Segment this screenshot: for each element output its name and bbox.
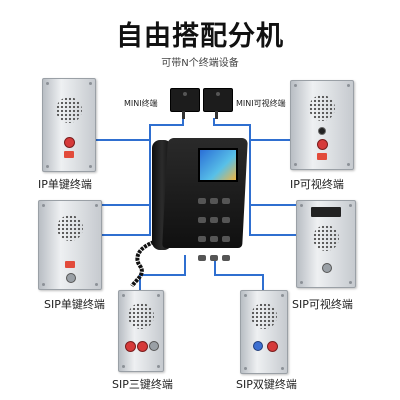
mini-terminal-cable	[182, 111, 185, 119]
sip-single-key-label: SIP单键终端	[44, 298, 105, 311]
call-button-icon	[253, 341, 263, 351]
sip-three-key-label: SIP三键终端	[112, 378, 173, 391]
speaker-grille-icon	[313, 225, 339, 251]
sip-double-key-terminal	[240, 290, 288, 374]
camera-icon	[216, 92, 220, 96]
call-button-icon	[137, 341, 148, 352]
mini-terminal	[170, 88, 200, 112]
camera-icon	[318, 127, 326, 135]
sip-three-key-terminal	[118, 290, 164, 372]
call-button-icon	[64, 137, 75, 148]
mini-terminal-label: MINI终端	[124, 99, 158, 108]
camera-icon	[311, 207, 341, 217]
ip-single-key-terminal	[42, 78, 96, 172]
page-title: 自由搭配分机	[116, 21, 284, 52]
phone-cord	[130, 240, 155, 288]
speaker-grille-icon	[251, 303, 277, 329]
call-button-icon	[322, 263, 332, 273]
speaker-grille-icon	[309, 95, 335, 121]
mini-video-terminal-label: MINI可视终端	[236, 99, 286, 108]
ip-video-terminal	[290, 80, 354, 170]
phone-screen	[198, 148, 238, 182]
mini-video-terminal-cable	[215, 111, 218, 119]
mini-video-terminal	[203, 88, 233, 112]
speaker-grille-icon	[128, 303, 154, 329]
call-button-icon	[317, 139, 328, 150]
camera-icon	[183, 92, 187, 96]
call-button-icon	[149, 341, 159, 351]
call-button-icon	[267, 341, 278, 352]
sip-video-terminal	[296, 200, 356, 288]
page-subtitle: 可带N个终端设备	[161, 58, 239, 69]
call-button-icon	[125, 341, 136, 352]
speaker-grille-icon	[56, 97, 82, 123]
sip-single-key-terminal	[38, 200, 102, 290]
sip-video-label: SIP可视终端	[292, 298, 353, 311]
sip-double-key-label: SIP双键终端	[236, 378, 297, 391]
ip-video-label: IP可视终端	[290, 178, 344, 191]
phone-keypad	[196, 190, 236, 266]
call-button-icon	[66, 273, 76, 283]
speaker-grille-icon	[57, 215, 83, 241]
ip-single-key-label: IP单键终端	[38, 178, 92, 191]
